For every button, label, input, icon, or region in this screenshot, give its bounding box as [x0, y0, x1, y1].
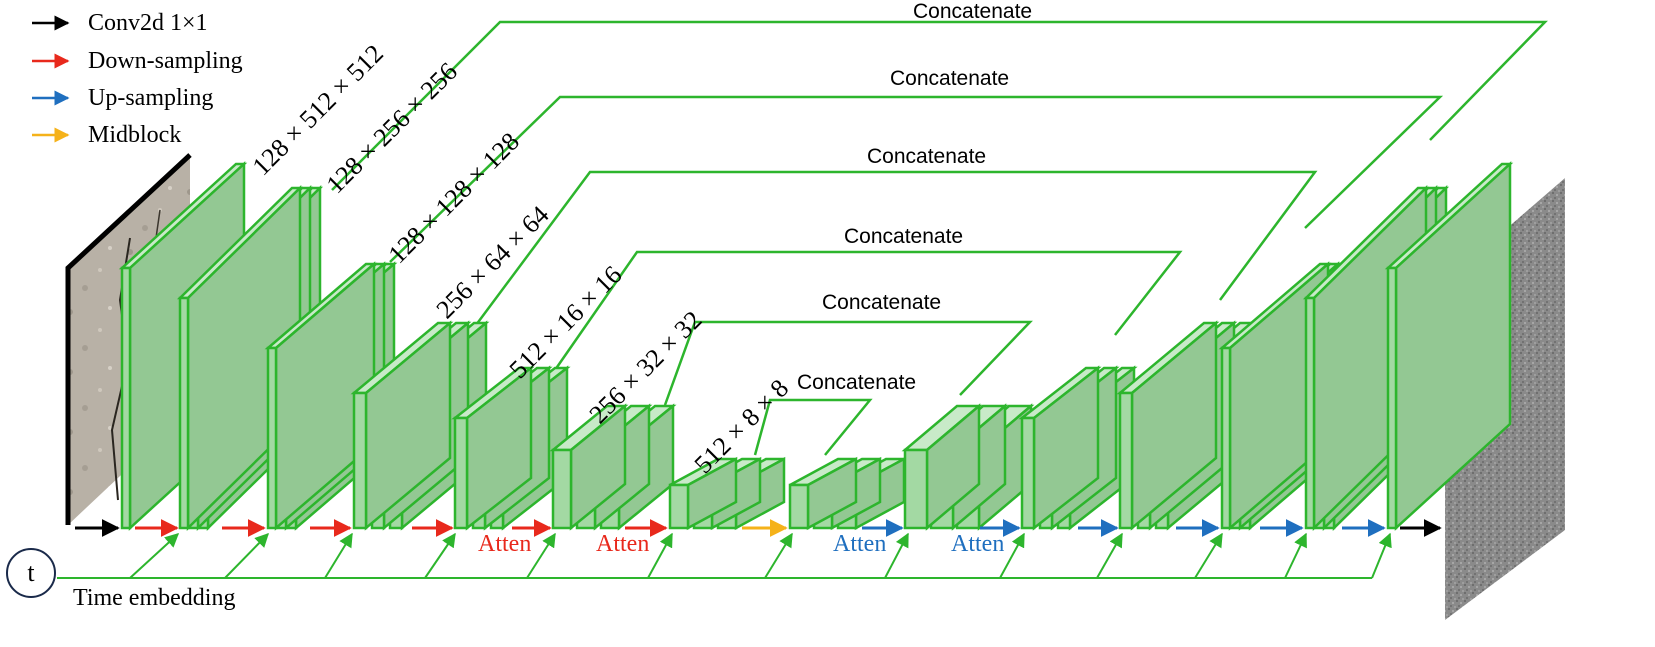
legend-up-label: Up-sampling — [88, 85, 214, 111]
time-tap-5 — [526, 532, 556, 579]
block-dec-1 — [901, 403, 1035, 531]
legend-conv-label: Conv2d 1×1 — [88, 10, 208, 36]
atten-label-down-1: Atten — [478, 531, 532, 557]
time-tap-7 — [764, 532, 793, 579]
legend-mid-label: Midblock — [88, 122, 182, 148]
time-tap-8 — [884, 532, 909, 579]
block-enc-7 — [668, 456, 786, 531]
legend-arrows — [32, 15, 70, 143]
block-enc-5 — [451, 365, 571, 531]
block-enc-6 — [549, 403, 677, 531]
concat-label-6: Concatenate — [797, 371, 917, 394]
block-dec-1-slab-1 — [901, 403, 983, 531]
time-tap-9 — [999, 532, 1025, 579]
time-tap-10 — [1096, 532, 1123, 579]
time-tap-12 — [1284, 532, 1307, 579]
skip-line-4 — [553, 250, 1183, 371]
time-tap-6 — [647, 532, 673, 579]
concat-label-2: Concatenate — [890, 67, 1010, 90]
skip-line-1 — [331, 20, 1548, 191]
time-tap-2 — [224, 532, 269, 579]
block-dec-4-slab-1 — [1218, 261, 1332, 531]
time-symbol: t — [6, 548, 56, 598]
block-enc-5-slab-1 — [451, 365, 535, 531]
concat-label-1: Concatenate — [913, 0, 1033, 23]
block-dec-2 — [1018, 365, 1138, 531]
atten-label-up-2: Atten — [951, 531, 1005, 557]
block-dec-6-slab-1 — [1384, 161, 1514, 531]
concat-label-4: Concatenate — [844, 225, 964, 248]
skip-connections — [331, 20, 1548, 456]
block-enc-6-slab-1 — [549, 403, 629, 531]
time-embedding-lines — [57, 532, 1392, 579]
concat-label-3: Concatenate — [867, 145, 987, 168]
time-tap-11 — [1194, 532, 1223, 579]
block-dec-2-slab-1 — [1018, 365, 1102, 531]
legend-down-label: Down-sampling — [88, 48, 243, 74]
block-dec-6 — [1384, 161, 1514, 531]
block-enc-4-slab-1 — [350, 320, 454, 531]
skip-line-2 — [389, 95, 1444, 263]
atten-label-up-1: Atten — [833, 531, 887, 557]
block-enc-7-slab-1 — [668, 456, 738, 531]
concat-label-5: Concatenate — [822, 291, 942, 314]
time-tap-1 — [129, 533, 180, 579]
time-tap-13 — [1371, 532, 1392, 579]
block-mid — [788, 456, 906, 531]
skip-line-6 — [753, 398, 873, 456]
feature-blocks — [118, 161, 1514, 531]
block-dec-3 — [1116, 320, 1256, 531]
time-tap-3 — [324, 532, 353, 579]
skip-line-3 — [474, 170, 1318, 326]
block-mid-slab-1 — [788, 456, 858, 531]
block-enc-3-slab-1 — [264, 261, 378, 531]
block-dec-3-slab-1 — [1116, 320, 1220, 531]
atten-label-down-2: Atten — [596, 531, 650, 557]
time-tap-4 — [424, 532, 456, 579]
skip-line-5 — [663, 320, 1033, 406]
time-embedding-label: Time embedding — [73, 585, 236, 611]
